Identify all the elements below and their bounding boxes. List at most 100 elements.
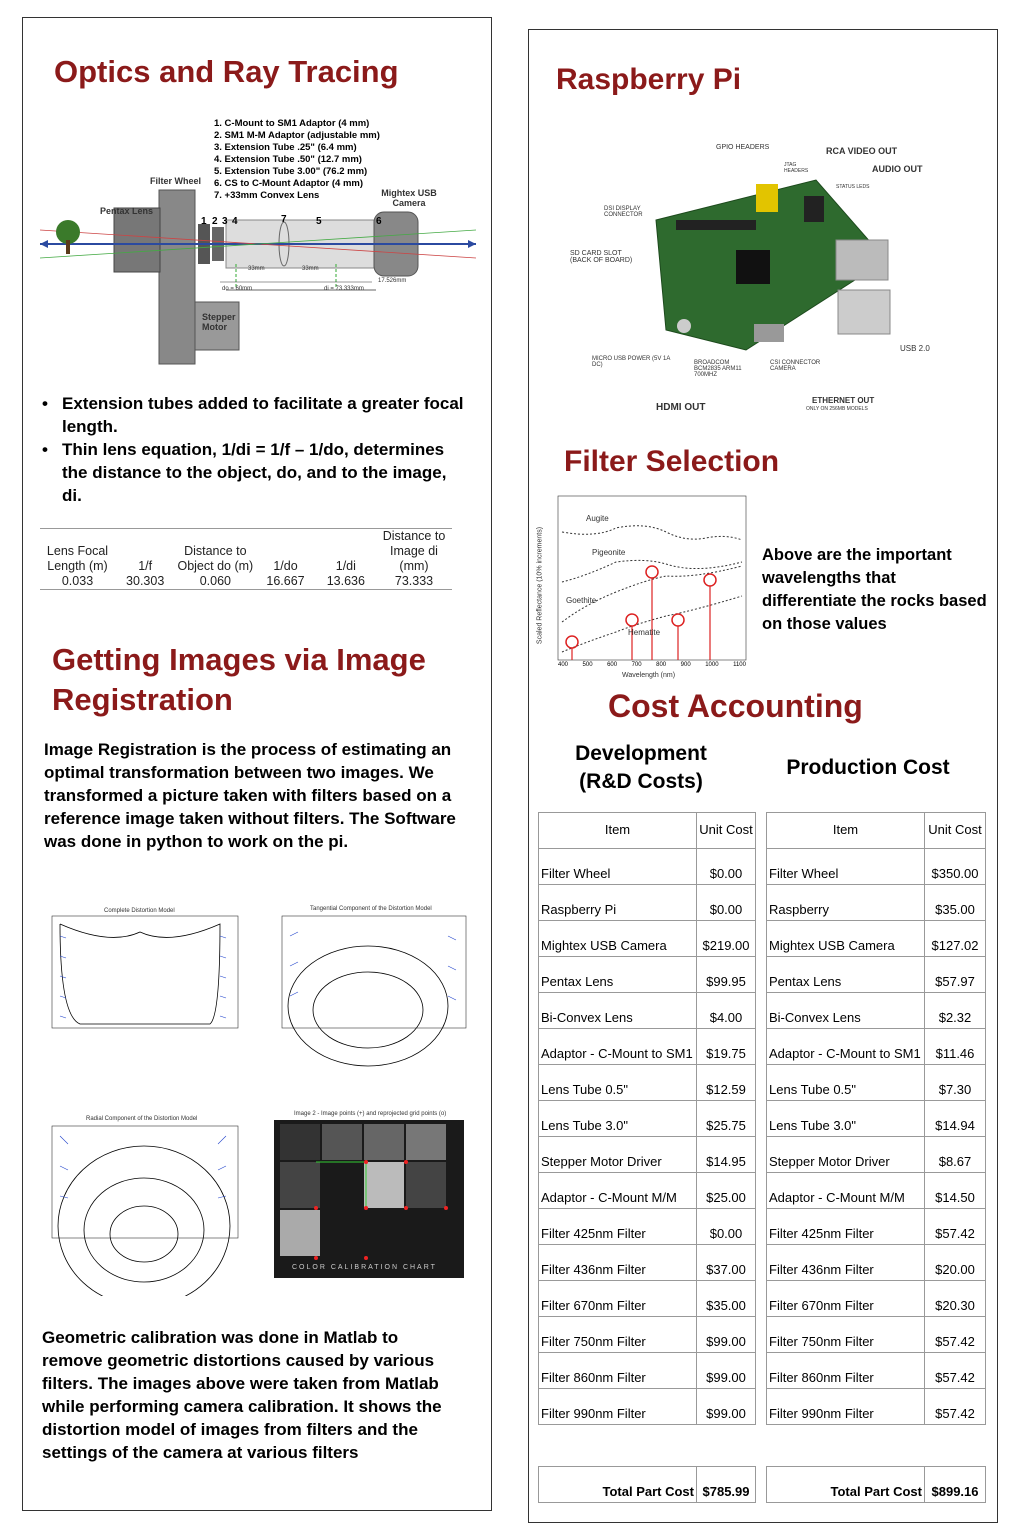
bullet-item: Extension tubes added to facilitate a gr…	[40, 392, 470, 438]
lens-header: 1/f	[115, 528, 176, 574]
svg-text:3: 3	[222, 216, 228, 227]
cost-item: Raspberry Pi	[538, 884, 697, 921]
svg-text:1: 1	[201, 216, 207, 227]
plot-tangential-svg	[281, 915, 467, 1067]
cost-item: Filter Wheel	[538, 848, 697, 885]
cost-row: Lens Tube 0.5"$7.30	[766, 1064, 986, 1101]
pi-label-gpio: GPIO HEADERS	[716, 144, 770, 151]
bullet-text: Thin lens equation, 1/di = 1/f – 1/do, d…	[62, 440, 447, 505]
plot-title: Complete Distortion Model	[104, 908, 175, 914]
svg-text:7: 7	[281, 214, 287, 225]
cost-value: $20.00	[924, 1244, 986, 1281]
pi-label-jtag: JTAG HEADERS	[784, 162, 809, 174]
cost-row: Lens Tube 0.5"$12.59	[538, 1064, 756, 1101]
calibration-text: Geometric calibration was done in Matlab…	[42, 1328, 442, 1462]
lens-value: 13.636	[315, 574, 376, 590]
filter-wheel-label: Filter Wheel	[150, 176, 202, 186]
lens-value: 16.667	[255, 574, 316, 590]
plot-complete-svg	[42, 915, 239, 1082]
filter-series-hematite: Hematite	[628, 628, 661, 637]
cost-row: Raspberry$35.00	[766, 884, 986, 921]
optics-diagram: 1 2 3 4 7 5 6 1. C-Mount to SM1 Adaptor …	[36, 112, 482, 368]
cost-item: Filter 436nm Filter	[538, 1244, 697, 1281]
plot-title: Tangential Component of the Distortion M…	[310, 906, 432, 912]
cost-item: Adaptor - C-Mount M/M	[766, 1172, 925, 1209]
cost-value: $11.46	[924, 1028, 986, 1065]
pi-label-audio: AUDIO OUT	[872, 164, 923, 174]
filter-title: Filter Selection	[564, 445, 780, 478]
cost-value: $57.97	[924, 956, 986, 993]
filter-xticks: 400 500 600 700 800 900 1000 1100	[558, 662, 746, 668]
cost-row: Bi-Convex Lens$2.32	[766, 992, 986, 1029]
cost-value: $14.94	[924, 1100, 986, 1137]
bullet-item: Thin lens equation, 1/di = 1/f – 1/do, d…	[40, 438, 470, 507]
do-label: do = 60mm	[222, 286, 253, 292]
cost-value: $2.32	[924, 992, 986, 1029]
calibration-chart-caption: COLOR CALIBRATION CHART	[292, 1264, 437, 1271]
cost-item: Bi-Convex Lens	[538, 992, 697, 1029]
cost-item: Lens Tube 0.5"	[766, 1064, 925, 1101]
optics-part: 6. CS to C-Mount Adaptor (4 mm)	[214, 178, 363, 189]
cost-item: Filter Wheel	[766, 848, 925, 885]
registration-text: Image Registration is the process of est…	[44, 740, 456, 851]
plot-title: Radial Component of the Distortion Model	[86, 1116, 198, 1122]
cost-value: $7.30	[924, 1064, 986, 1101]
cost-value: $99.00	[696, 1316, 756, 1353]
cost-row: Mightex USB Camera$127.02	[766, 920, 986, 957]
svg-text:2: 2	[212, 216, 218, 227]
svg-text:5: 5	[316, 216, 322, 227]
cost-row: Filter 860nm Filter$57.42	[766, 1352, 986, 1389]
cost-value: $8.67	[924, 1136, 986, 1173]
cost-row: Filter 860nm Filter$99.00	[538, 1352, 756, 1389]
cost-value: $20.30	[924, 1280, 986, 1317]
prod-heading: Production Cost	[786, 756, 950, 779]
col-unit: Unit Cost	[924, 812, 986, 849]
plot-complete-distortion: Complete Distortion Model	[40, 906, 240, 1086]
cost-title: Cost Accounting	[608, 688, 863, 724]
cost-row: Pentax Lens$57.97	[766, 956, 986, 993]
cost-value: $12.59	[696, 1064, 756, 1101]
cost-row: Filter 425nm Filter$57.42	[766, 1208, 986, 1245]
cost-value: $0.00	[696, 848, 756, 885]
cost-item: Filter 425nm Filter	[766, 1208, 925, 1245]
pi-label-sd: SD CARD SLOT (BACK OF BOARD)	[570, 250, 633, 264]
len-label: 17.526mm	[378, 278, 407, 284]
cost-row: Filter 990nm Filter$99.00	[538, 1388, 756, 1425]
optics-part: 1. C-Mount to SM1 Adaptor (4 mm)	[214, 118, 370, 129]
f2-label: 33mm	[302, 266, 319, 272]
cost-item: Lens Tube 0.5"	[538, 1064, 697, 1101]
lens-value: 0.060	[175, 574, 256, 590]
lens-header: Distance to Object do (m)	[175, 528, 256, 574]
prod-total-value: $899.16	[924, 1466, 986, 1503]
cost-item: Stepper Motor Driver	[766, 1136, 925, 1173]
filter-chart-svg	[557, 495, 747, 661]
pi-label-rca: RCA VIDEO OUT	[826, 146, 898, 156]
filter-ylabel: Scaled Reflectance (10% increments)	[536, 526, 544, 645]
x-tick: 800	[656, 662, 667, 668]
optics-part: 3. Extension Tube .25" (6.4 mm)	[214, 142, 357, 153]
optics-part: 5. Extension Tube 3.00" (76.2 mm)	[214, 166, 368, 177]
cost-item: Filter 670nm Filter	[538, 1280, 697, 1317]
col-item: Item	[538, 812, 697, 849]
cost-item: Adaptor - C-Mount to SM1	[538, 1028, 697, 1065]
cost-row: Mightex USB Camera$219.00	[538, 920, 756, 957]
cost-value: $0.00	[696, 884, 756, 921]
filter-series-augite: Augite	[586, 514, 609, 523]
cost-item: Stepper Motor Driver	[538, 1136, 697, 1173]
cost-item: Pentax Lens	[538, 956, 697, 993]
cost-row: Stepper Motor Driver$14.95	[538, 1136, 756, 1173]
x-tick: 1100	[733, 662, 746, 668]
filter-chart: Augite Pigeonite Goethite Hematite Scale…	[536, 492, 750, 684]
x-tick: 900	[680, 662, 691, 668]
cost-row: Raspberry Pi$0.00	[538, 884, 756, 921]
cost-item: Adaptor - C-Mount to SM1	[766, 1028, 925, 1065]
plot-title: Image 2 - Image points (+) and reproject…	[294, 1111, 447, 1117]
dev-total-table: Total Part Cost $785.99	[538, 1466, 756, 1503]
optics-part: 2. SM1 M-M Adaptor (adjustable mm)	[214, 130, 380, 141]
optics-part: 7. +33mm Convex Lens	[214, 190, 320, 201]
cost-row: Filter 990nm Filter$57.42	[766, 1388, 986, 1425]
pi-label-csi: CSI CONNECTOR CAMERA	[770, 360, 821, 372]
pi-label-usb: USB 2.0	[900, 344, 930, 353]
cost-row: Bi-Convex Lens$4.00	[538, 992, 756, 1029]
pi-label-broadcom: BROADCOM BCM2835 ARM11 700MHZ	[694, 360, 742, 378]
